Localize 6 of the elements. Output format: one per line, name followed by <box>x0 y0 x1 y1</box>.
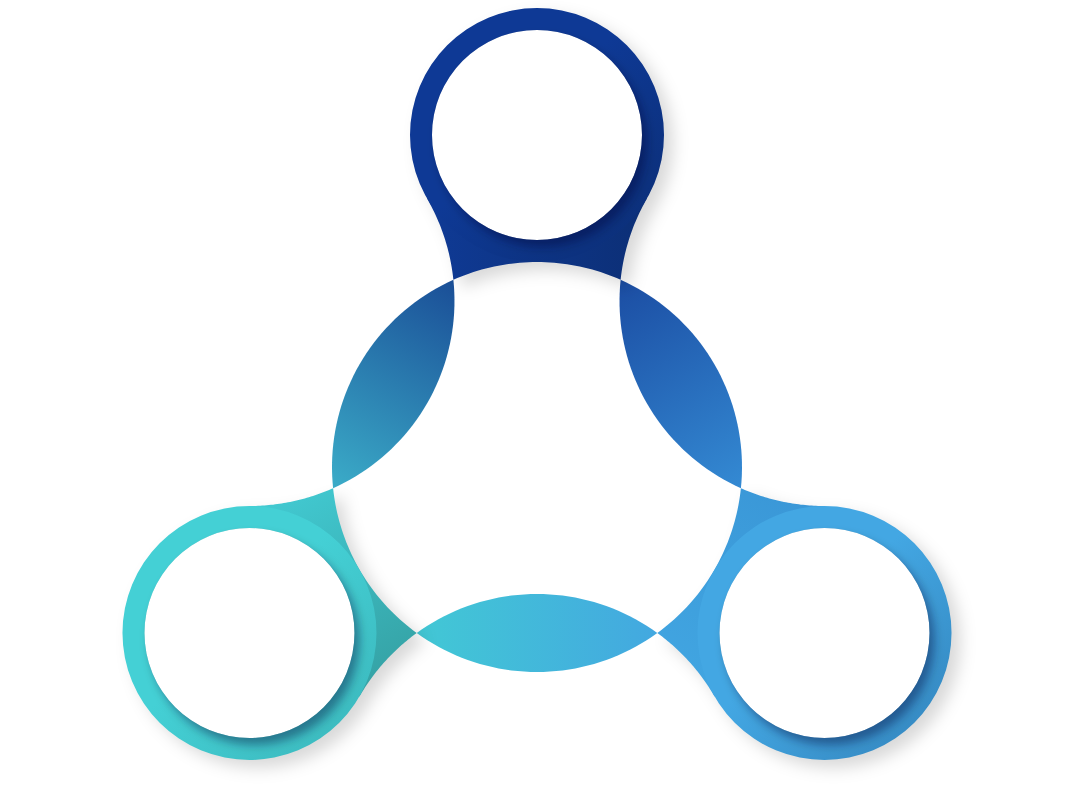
teardrop-ring <box>410 8 664 280</box>
lens-segment <box>332 279 455 489</box>
lens-segment <box>416 594 658 672</box>
teardrop-ring <box>122 488 417 760</box>
lens-segment <box>619 279 742 489</box>
teardrop-ring <box>657 488 952 760</box>
